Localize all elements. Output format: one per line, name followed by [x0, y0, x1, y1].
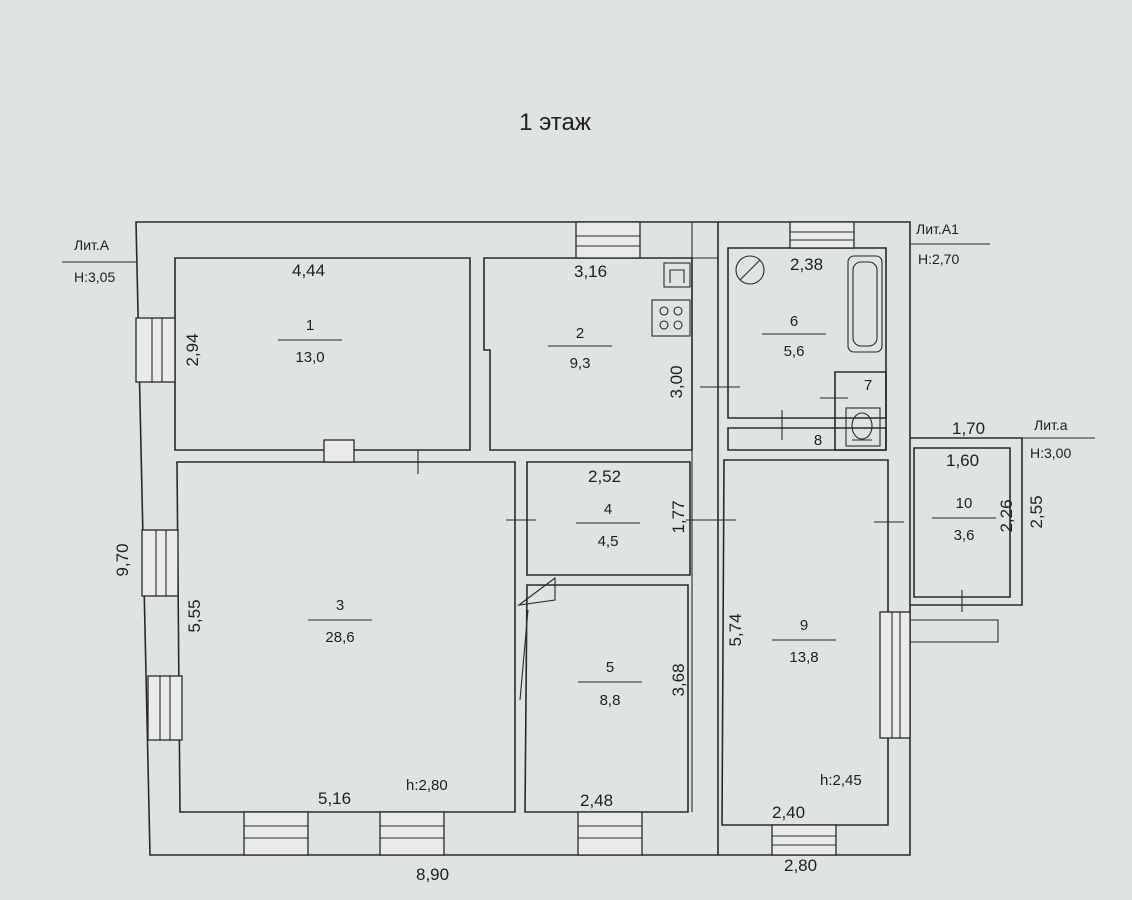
- room-4-number: 4: [604, 501, 612, 518]
- lit-a-small-name: Лит.а: [1034, 417, 1068, 433]
- room-10-area: 3,6: [954, 527, 975, 544]
- room-1-area: 13,0: [295, 349, 324, 366]
- toilet-icon: [845, 407, 881, 447]
- lit-a1-height: Н:2,70: [918, 251, 959, 267]
- room-labels: 1 13,0 2 9,3 3 28,6 4 4,5 5 8,8 6 5,6 7 …: [278, 313, 996, 709]
- room-6-area: 5,6: [784, 343, 805, 360]
- room-7-number: 7: [864, 377, 872, 394]
- building-lit-a-small-walls: [910, 437, 1095, 643]
- doors: [323, 386, 963, 701]
- building-lit-a1-walls: [718, 221, 911, 856]
- ceiling-height-lit-a1: h:2,45: [820, 772, 862, 789]
- dim-r10-depth-outer: 2,55: [1027, 495, 1046, 528]
- dim-r3-depth: 5,55: [185, 599, 204, 632]
- room-2-area: 9,3: [570, 355, 591, 372]
- room-1-number: 1: [306, 317, 314, 334]
- dim-r10-depth-inner: 2,26: [997, 499, 1016, 532]
- room-2-number: 2: [576, 325, 584, 342]
- stove-icon: [651, 299, 691, 337]
- room-5-number: 5: [606, 659, 614, 676]
- floor-title: 1 этаж: [519, 109, 591, 136]
- dim-r3-width: 5,16: [318, 789, 351, 808]
- dim-r5-depth: 3,68: [669, 663, 688, 696]
- dim-r9-width: 2,40: [772, 803, 805, 822]
- lit-a1-name: Лит.А1: [916, 221, 959, 237]
- sink-icon: [663, 262, 691, 288]
- ceiling-height-lit-a: h:2,80: [406, 777, 448, 794]
- dim-r4-depth: 1,77: [669, 500, 688, 533]
- lit-a-name: Лит.А: [74, 237, 110, 253]
- dim-r1-depth: 2,94: [183, 333, 202, 366]
- dim-r2-depth: 3,00: [667, 365, 686, 398]
- dim-r4-width: 2,52: [588, 467, 621, 486]
- room-3-number: 3: [336, 597, 344, 614]
- dimension-labels: 4,44 2,94 3,16 3,00 2,38 2,52 1,77 5,55 …: [113, 255, 1046, 884]
- dim-r1-width: 4,44: [292, 261, 325, 280]
- boiler-icon: [735, 255, 765, 285]
- literal-labels: Лит.А Н:3,05 Лит.А1 Н:2,70 Лит.а Н:3,00: [62, 221, 1071, 461]
- lit-a-small-height: Н:3,00: [1030, 445, 1071, 461]
- windows: [135, 221, 911, 856]
- lit-a-height: Н:3,05: [74, 269, 115, 285]
- room-8-number: 8: [814, 432, 822, 449]
- dim-r9-depth: 5,74: [726, 613, 745, 646]
- dim-r10-width-outer: 1,70: [952, 419, 985, 438]
- room-3-area: 28,6: [325, 629, 354, 646]
- room-9-number: 9: [800, 617, 808, 634]
- building-lit-a-walls: [135, 221, 719, 856]
- dim-total-width-a1: 2,80: [784, 856, 817, 875]
- room-4-area: 4,5: [598, 533, 619, 550]
- dim-r2-width: 3,16: [574, 262, 607, 281]
- dim-total-width-a: 8,90: [416, 865, 449, 884]
- dim-r10-width-inner: 1,60: [946, 451, 979, 470]
- room-6-number: 6: [790, 313, 798, 330]
- dim-total-depth: 9,70: [113, 543, 132, 576]
- dim-r5-width: 2,48: [580, 791, 613, 810]
- room-10-number: 10: [956, 495, 973, 512]
- bathtub-icon: [847, 255, 883, 353]
- room-5-area: 8,8: [600, 692, 621, 709]
- ceiling-heights: h:2,80 h:2,45: [406, 772, 862, 794]
- room-9-area: 13,8: [789, 649, 818, 666]
- dim-r6-width: 2,38: [790, 255, 823, 274]
